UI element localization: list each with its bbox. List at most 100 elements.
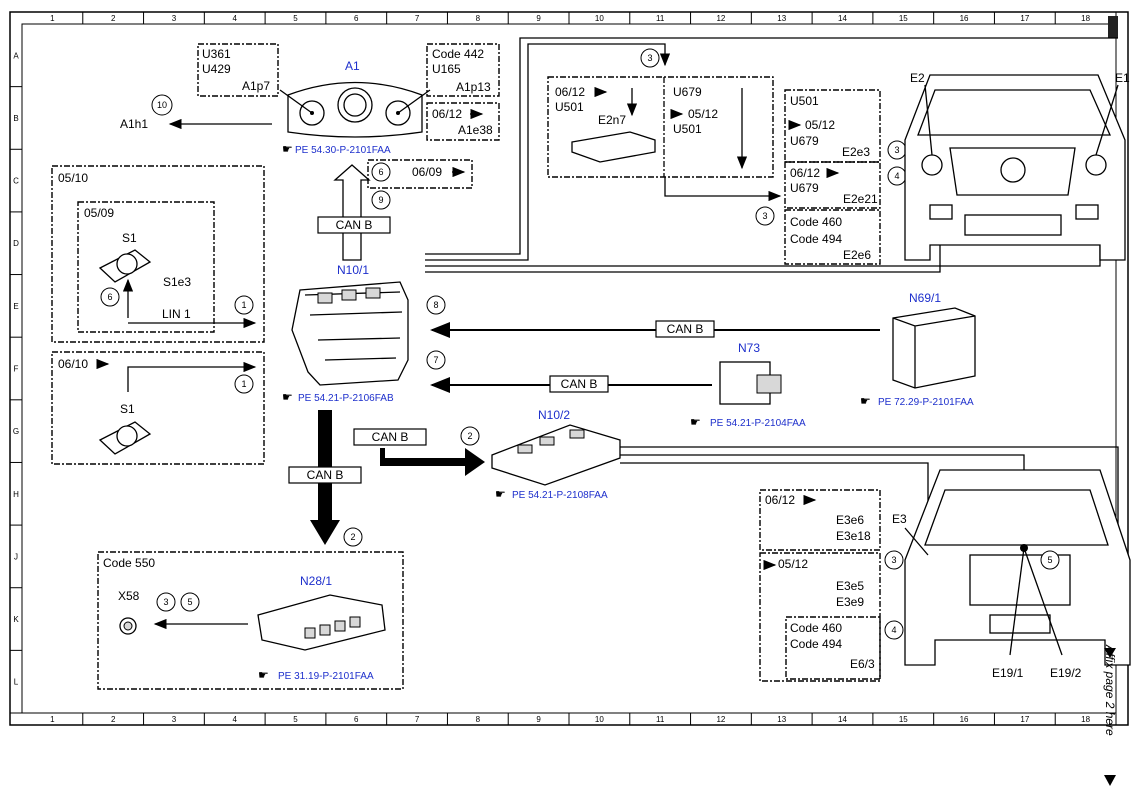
svg-text:05/12: 05/12 [805,118,835,132]
column-number: 15 [899,14,908,23]
svg-text:10: 10 [157,100,167,110]
n69-1-label: N69/1 [909,291,941,305]
n28-1-group: Code 550 N28/1 PE 31.19-P-2101FAA ☛ X58 … [97,551,404,690]
can-b-to-a1: CAN B [317,164,391,261]
svg-text:E3e9: E3e9 [836,595,864,609]
column-number: 18 [1081,715,1090,724]
label-e3: E3 [892,512,907,526]
column-number: 16 [960,14,969,23]
svg-text:U679: U679 [790,181,819,195]
svg-text:06/12: 06/12 [790,166,820,180]
svg-text:05/12: 05/12 [688,107,718,121]
row-letter: C [13,177,19,186]
n10-1-ref: PE 54.21-P-2106FAB [298,393,394,404]
svg-text:CAN B: CAN B [307,468,344,482]
column-number: 8 [476,14,481,23]
column-number: 6 [354,715,359,724]
label-a1h1: A1h1 [120,117,148,131]
svg-text:☛: ☛ [282,142,293,156]
column-number: 18 [1081,14,1090,23]
label-e19-1: E19/1 [992,666,1024,680]
row-letter: F [14,365,19,374]
svg-text:Code 494: Code 494 [790,232,842,246]
svg-text:05/09: 05/09 [84,206,114,220]
label-e2: E2 [910,71,925,85]
svg-text:5: 5 [1047,555,1052,565]
svg-text:2: 2 [350,532,355,542]
svg-text:3: 3 [891,555,896,565]
row-letter: A [13,51,19,60]
label-a1e38: A1e38 [458,123,493,137]
label-e19-2: E19/2 [1050,666,1082,680]
column-number: 2 [111,14,116,23]
svg-text:3: 3 [647,53,652,63]
code-u165: U165 [432,62,461,76]
svg-text:Code 494: Code 494 [790,637,842,651]
row-letter: G [13,427,19,436]
svg-text:CAN B: CAN B [561,377,598,391]
svg-text:4: 4 [891,625,896,635]
svg-text:06/12: 06/12 [555,85,585,99]
column-number: 14 [838,14,847,23]
n28-1-ref: PE 31.19-P-2101FAA [278,671,374,682]
date-06-12: 06/12 [432,107,462,121]
column-number: 1 [50,715,55,724]
column-number: 5 [293,715,298,724]
column-number: 12 [716,715,725,724]
column-number: 12 [716,14,725,23]
s1-label-bottom: S1 [120,402,135,416]
svg-text:9: 9 [378,195,383,205]
svg-text:Code 460: Code 460 [790,621,842,635]
n69-1-ref: PE 72.29-P-2101FAA [878,397,974,408]
n28-1-label: N28/1 [300,574,332,588]
rear-lamp-group: 06/12 E3e6 E3e18 05/12 E3e5 E3e9 Code 46… [759,489,904,682]
column-number: 5 [293,14,298,23]
svg-text:6: 6 [378,167,383,177]
column-number: 1 [50,14,55,23]
svg-text:05/12: 05/12 [778,557,808,571]
svg-text:8: 8 [433,300,438,310]
column-number: 9 [536,14,541,23]
svg-text:E2e21: E2e21 [843,192,878,206]
svg-text:06/10: 06/10 [58,357,88,371]
svg-text:E3e5: E3e5 [836,579,864,593]
n10-1-module: N10/1 PE 54.21-P-2106FAB ☛ [282,263,409,404]
column-number: 10 [595,715,604,724]
column-number: 16 [960,715,969,724]
svg-text:☛: ☛ [860,394,871,408]
code-u361: U361 [202,47,231,61]
svg-text:☛: ☛ [282,390,293,404]
affix-note: Affix page 2 here [1103,644,1117,786]
row-letter: B [13,114,18,123]
s1-switch-group: 05/10 05/09 S1 S1e3 6 LIN 1 1 06/10 1 S1 [51,165,265,465]
svg-text:CAN B: CAN B [372,430,409,444]
column-number: 17 [1020,715,1029,724]
row-letter: K [13,615,19,624]
lin1-label: LIN 1 [162,307,191,321]
svg-text:E6/3: E6/3 [850,657,875,671]
column-number: 7 [415,715,420,724]
svg-text:7: 7 [433,355,438,365]
svg-text:Affix page 2 here: Affix page 2 here [1103,644,1117,736]
svg-text:E2e6: E2e6 [843,248,871,262]
column-number: 6 [354,14,359,23]
vehicle-rear-view: E3 5 E19/1 E19/2 [892,469,1131,680]
column-number: 3 [172,14,177,23]
column-number: 10 [595,14,604,23]
svg-text:05/10: 05/10 [58,171,88,185]
svg-text:E2e3: E2e3 [842,145,870,159]
label-s1e3: S1e3 [163,275,191,289]
n10-2-module: N10/2 PE 54.21-P-2108FAA ☛ CAN B 2 [353,408,1119,560]
svg-text:U679: U679 [673,85,702,99]
column-number: 4 [232,14,237,23]
column-number: 15 [899,715,908,724]
s1-label-top: S1 [122,231,137,245]
label-e1: E1 [1115,71,1130,85]
svg-text:2: 2 [467,431,472,441]
svg-text:4: 4 [894,171,899,181]
svg-text:6: 6 [107,292,112,302]
column-number: 2 [111,715,116,724]
svg-text:U679: U679 [790,134,819,148]
